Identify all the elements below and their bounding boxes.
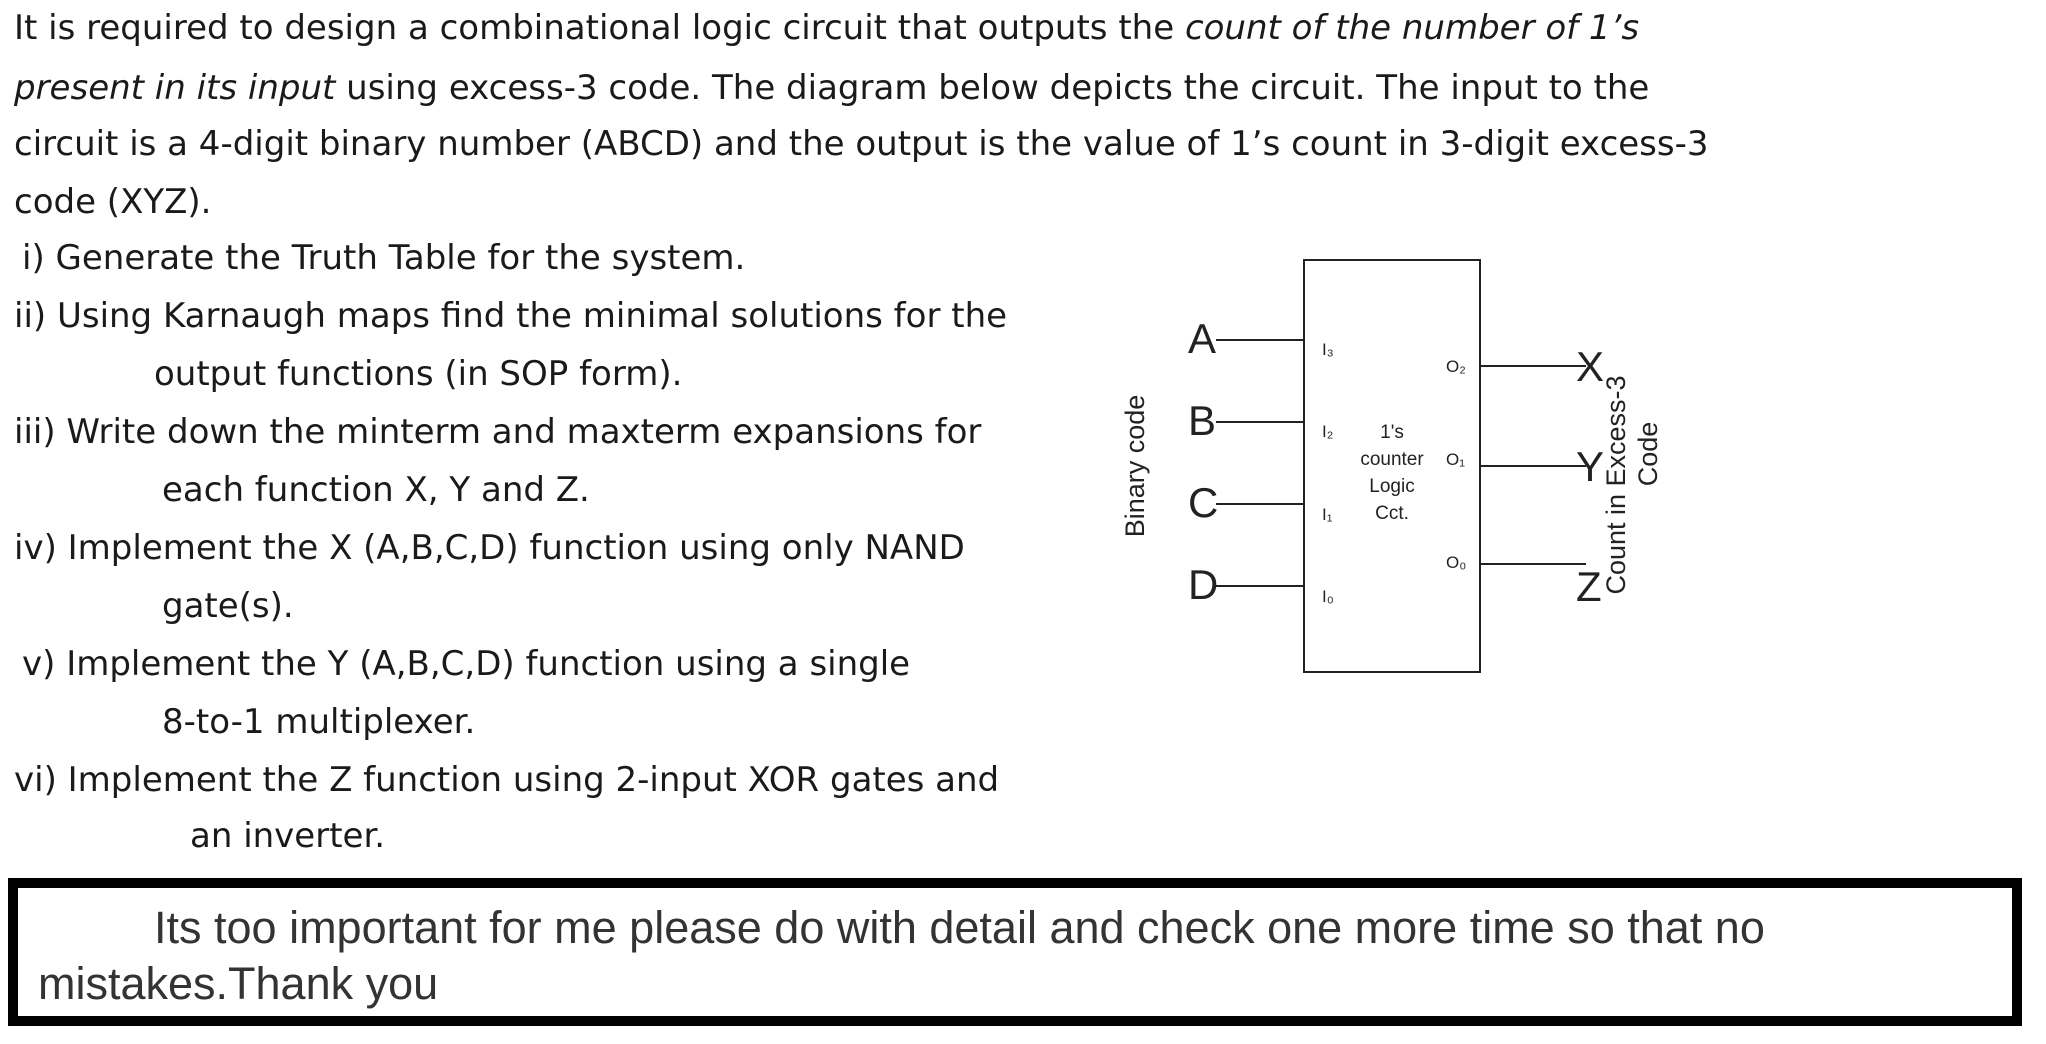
note-box: Its too important for me please do with …	[8, 878, 2022, 1026]
output-pin-o0: O₀	[1446, 553, 1466, 572]
task-5-line-2: 8-to-1 multiplexer.	[162, 702, 476, 742]
input-label-d: D	[1188, 561, 1218, 608]
input-pin-i1: I₁	[1322, 505, 1333, 524]
input-pin-i3: I₃	[1322, 340, 1334, 359]
task-6-line-2: an inverter.	[190, 816, 386, 856]
note-line-2: mistakes.Thank you	[38, 958, 439, 1009]
intro-line-1: It is required to design a combinational…	[14, 6, 1639, 50]
input-label-c: C	[1188, 479, 1218, 526]
block-label-line-3: Logic	[1369, 476, 1414, 497]
intro-line-4: code (XYZ).	[14, 182, 212, 222]
input-label-b: B	[1188, 397, 1216, 444]
input-caption: Binary code	[1120, 395, 1150, 538]
block-label-line-4: Cct.	[1375, 503, 1409, 524]
output-caption-line-1: Count in Excess-3	[1601, 375, 1631, 594]
block-label-line-1: 1's	[1380, 422, 1404, 443]
task-4-line-1: iv) Implement the X (A,B,C,D) function u…	[14, 528, 965, 568]
intro-line-1-text: It is required to design a combinational…	[14, 8, 1185, 48]
output-caption-line-2: Code	[1633, 422, 1663, 487]
circuit-diagram: A B C D I₃ I₂ I₁ I₀ O₂ O₁ O₀ 1's counter…	[1120, 259, 1663, 673]
intro-line-3: circuit is a 4-digit binary number (ABCD…	[14, 124, 1709, 164]
note-line-1: Its too important for me please do with …	[154, 902, 1765, 953]
task-2-line-1: ii) Using Karnaugh maps find the minimal…	[14, 296, 1008, 336]
input-pin-i0: I₀	[1322, 587, 1334, 606]
output-pin-o2: O₂	[1446, 357, 1466, 376]
output-label-z: Z	[1576, 563, 1602, 610]
task-1: i) Generate the Truth Table for the syst…	[22, 238, 746, 278]
input-label-a: A	[1188, 315, 1216, 362]
task-2-line-2: output functions (in SOP form).	[154, 354, 683, 394]
intro-line-2: present in its input using excess-3 code…	[14, 66, 1649, 110]
task-4-line-2: gate(s).	[162, 586, 294, 626]
output-pin-o1: O₁	[1446, 450, 1465, 469]
output-label-x: X	[1576, 343, 1604, 390]
input-pin-i2: I₂	[1322, 422, 1333, 441]
intro-line-2-text: using excess-3 code. The diagram below d…	[335, 68, 1650, 108]
output-label-y: Y	[1576, 443, 1604, 490]
task-5-line-1: v) Implement the Y (A,B,C,D) function us…	[22, 644, 911, 684]
task-3-line-2: each function X, Y and Z.	[162, 470, 590, 510]
intro-line-1-emphasis: count of the number of 1’s	[1184, 8, 1640, 48]
task-6-line-1: vi) Implement the Z function using 2-inp…	[14, 760, 1000, 800]
task-3-line-1: iii) Write down the minterm and maxterm …	[14, 412, 982, 452]
block-label-line-2: counter	[1360, 449, 1424, 470]
intro-line-2-emphasis: present in its input	[14, 68, 336, 108]
